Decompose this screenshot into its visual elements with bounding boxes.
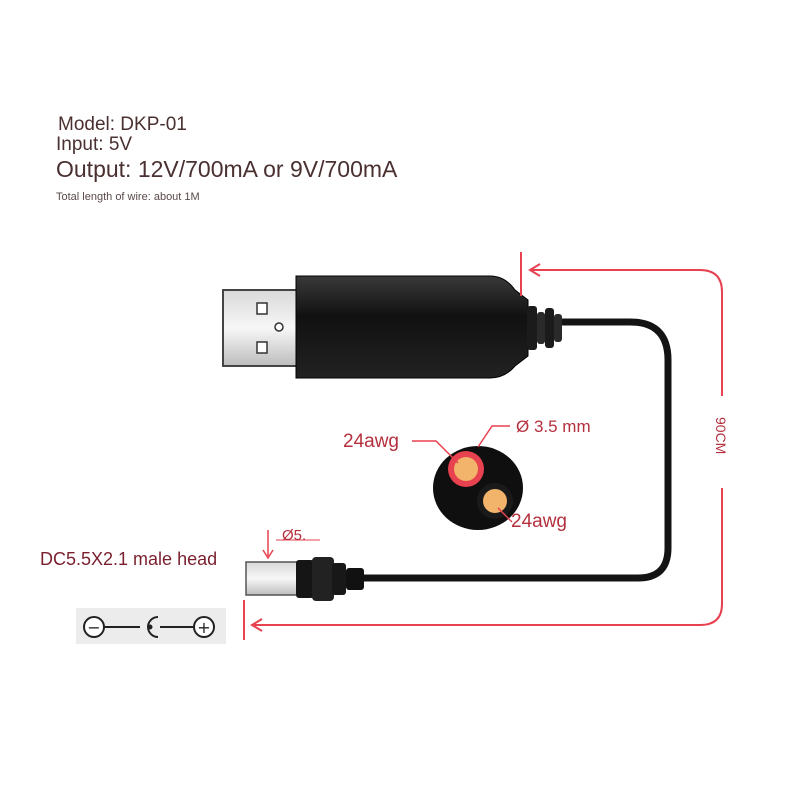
cable-wire [356, 318, 672, 582]
plug-diameter-label: Ø5. [282, 527, 306, 544]
wire-length-text: Total length of wire: about 1M [56, 191, 200, 203]
length-dimension [243, 252, 723, 640]
model-text: Model: DKP-01 [58, 114, 187, 135]
usb-contact-bottom [256, 341, 268, 354]
bottom-awg-label: 24awg [511, 511, 567, 532]
cable-diameter-label: Ø 3.5 mm [516, 417, 591, 436]
leader-bottom-awg [497, 507, 513, 523]
usb-hole [274, 322, 284, 332]
polarity-negative-sign: − [87, 618, 100, 637]
cable-cross-section [433, 446, 523, 530]
polarity-symbol: − + [76, 608, 226, 644]
usb-plug [222, 289, 300, 367]
leader-diameter [477, 425, 510, 448]
wire-red-core [454, 457, 478, 481]
polarity-negative-icon [83, 616, 105, 638]
dc-plug [245, 557, 364, 601]
top-awg-label: 24awg [343, 431, 399, 452]
polarity-positive-sign: + [197, 618, 210, 637]
input-text: Input: 5V [56, 134, 133, 155]
polarity-positive-icon [193, 616, 215, 638]
length-label: 90CM [713, 417, 729, 454]
output-text: Output: 12V/700mA or 9V/700mA [56, 156, 398, 182]
usb-strain-relief [527, 306, 562, 350]
usb-converter-body [295, 275, 529, 379]
leader-top-awg [412, 440, 459, 464]
usb-contact-top [256, 302, 268, 315]
plug-label: DC5.5X2.1 male head [40, 549, 217, 569]
wire-black-core [483, 489, 507, 513]
